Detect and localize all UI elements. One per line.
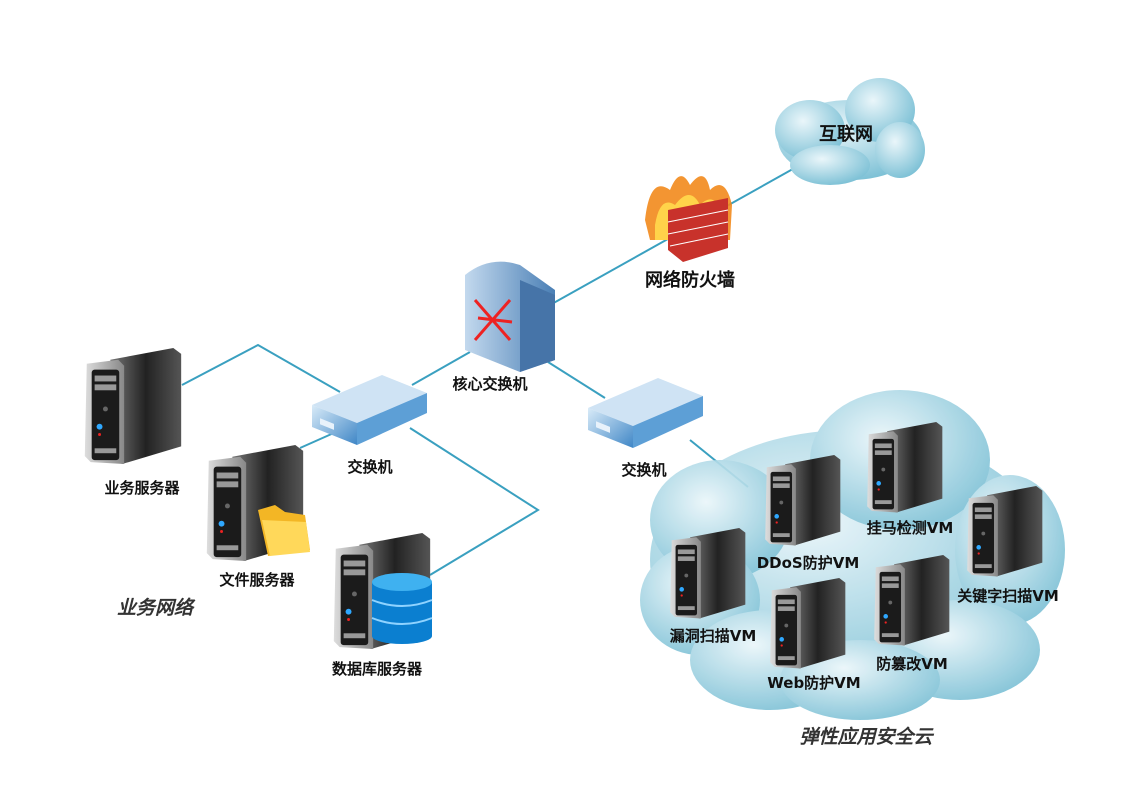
vm-ddos-label: DDoS防护VM — [756, 554, 860, 572]
database-icon — [371, 573, 433, 644]
vm-tamper-icon — [874, 555, 950, 646]
right-switch-label: 交换机 — [621, 461, 667, 479]
vm-vuln-label: 漏洞扫描VM — [669, 627, 757, 645]
vm-keyword-icon — [967, 486, 1043, 577]
core-switch-icon — [465, 261, 555, 372]
business-network-zone-label: 业务网络 — [116, 597, 194, 619]
right-switch-icon — [588, 378, 703, 448]
link-switch-db-server — [409, 427, 540, 576]
left-switch-label: 交换机 — [347, 458, 393, 476]
vm-keyword-label: 关键字扫描VM — [957, 587, 1059, 605]
vm-trojan-icon — [867, 422, 943, 513]
file-server-label: 文件服务器 — [219, 571, 295, 589]
firewall-icon — [645, 176, 732, 262]
biz-server-icon — [84, 348, 182, 465]
db-server-label: 数据库服务器 — [331, 660, 423, 678]
core-switch-label: 核心交换机 — [452, 375, 528, 393]
vm-web-label: Web防护VM — [767, 674, 861, 692]
vm-tamper-label: 防篡改VM — [876, 655, 948, 673]
vm-trojan-label: 挂马检测VM — [866, 519, 954, 537]
vm-web-icon — [770, 578, 846, 669]
biz-server-label: 业务服务器 — [104, 479, 180, 497]
link-core-right-switch — [547, 361, 606, 399]
vm-vuln-icon — [670, 528, 746, 619]
internet-cloud-icon — [775, 78, 925, 185]
vm-ddos-icon — [765, 455, 841, 546]
security-cloud-zone-label: 弹性应用安全云 — [799, 726, 933, 748]
firewall-label: 网络防火墙 — [645, 270, 735, 291]
internet-label: 互联网 — [819, 124, 873, 145]
folder-icon — [258, 505, 310, 556]
link-core-left-switch — [411, 351, 471, 386]
link-switch-biz-server — [181, 343, 341, 393]
